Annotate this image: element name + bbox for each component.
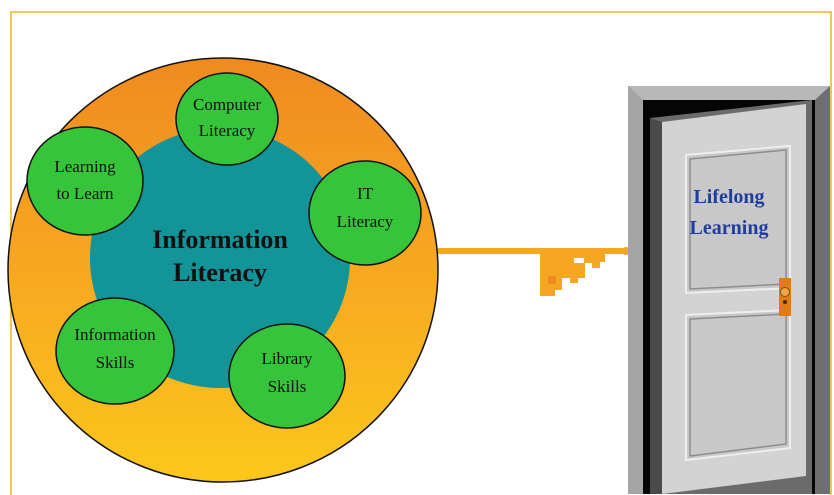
satellite-information-skills: Information Skills <box>55 297 175 405</box>
door-label-line1: Lifelong <box>693 186 764 208</box>
satellite-information-skills-line2: Skills <box>96 353 135 372</box>
satellite-computer-literacy-line2: Literacy <box>199 121 256 140</box>
satellite-learning-to-learn-line1: Learning <box>54 157 116 176</box>
satellite-library-skills: Library Skills <box>228 323 346 429</box>
satellite-computer-literacy-line1: Computer <box>193 95 261 114</box>
center-label-line2: Literacy <box>173 258 267 287</box>
satellite-library-skills-line1: Library <box>262 349 313 368</box>
satellite-it-literacy: IT Literacy <box>308 160 422 266</box>
satellite-information-skills-line1: Information <box>74 325 156 344</box>
center-label-line1: Information <box>152 225 288 254</box>
satellite-library-skills-line2: Skills <box>268 377 307 396</box>
satellite-learning-to-learn: Learning to Learn <box>26 126 144 236</box>
satellite-learning-to-learn-line2: to Learn <box>56 184 114 203</box>
satellite-computer-literacy: Computer Literacy <box>175 72 279 166</box>
satellite-it-literacy-line2: Literacy <box>337 212 394 231</box>
satellite-it-literacy-line1: IT <box>357 184 374 203</box>
door-label-line2: Learning <box>690 217 769 239</box>
door-icon <box>628 86 830 494</box>
